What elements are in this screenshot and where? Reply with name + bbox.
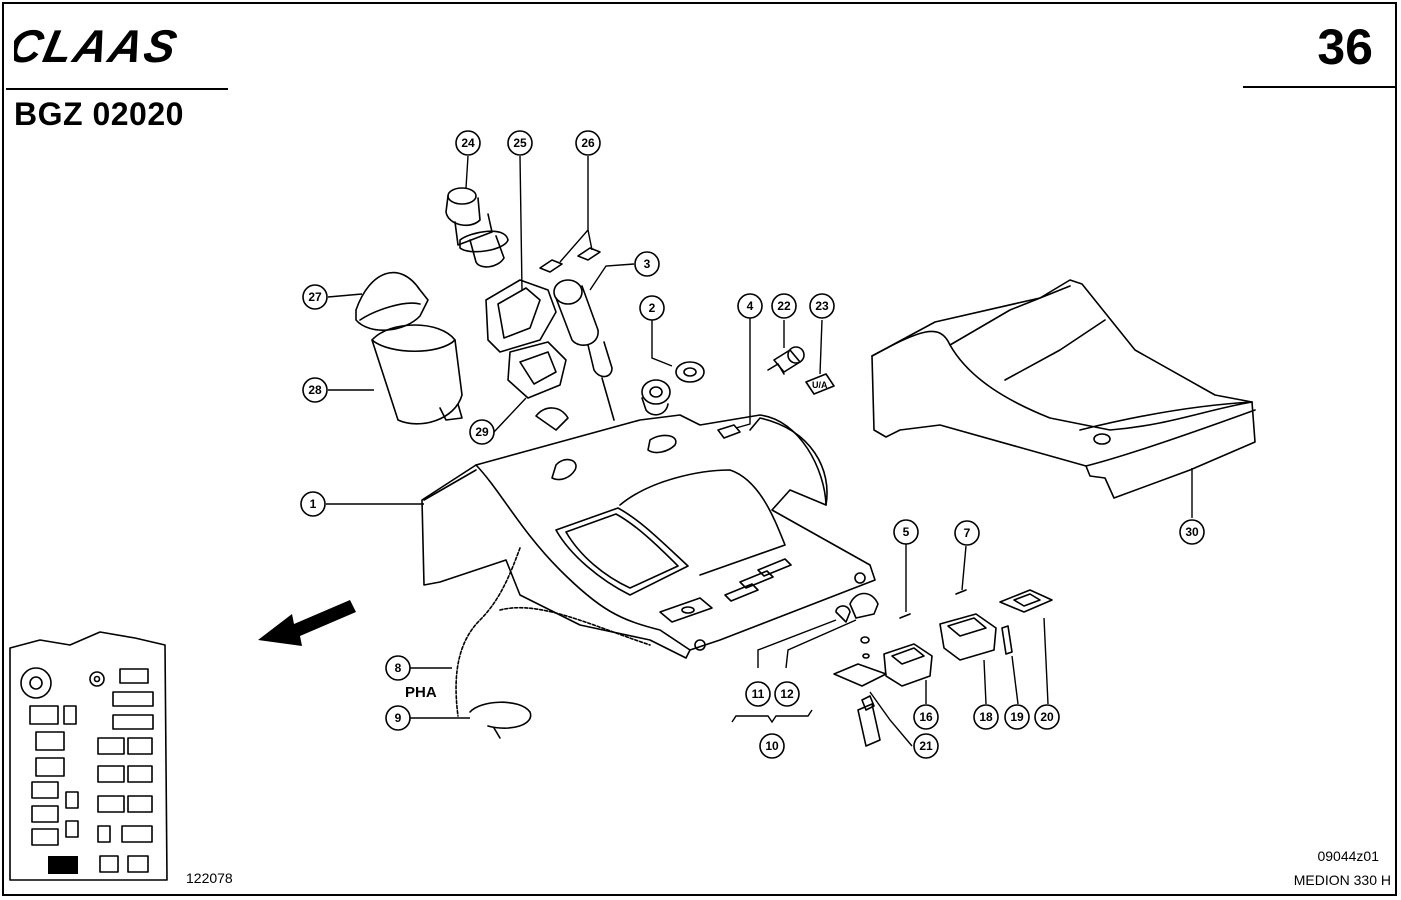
claas-logo: CLAAS (4, 20, 236, 73)
callout-7: 7 (954, 520, 980, 546)
callout-18: 18 (973, 704, 999, 730)
part-26-label-b (577, 247, 601, 261)
callout-2: 2 (639, 295, 665, 321)
svg-text:9: 9 (395, 711, 402, 725)
header-divider (6, 88, 228, 90)
svg-text:8: 8 (395, 661, 402, 675)
callout-25: 25 (507, 130, 533, 156)
image-reference: 09044z01 (1317, 848, 1379, 864)
machine-model: MEDION 330 H (1293, 872, 1391, 888)
svg-text:7: 7 (964, 526, 971, 540)
part-16-rocker-switch (883, 643, 933, 687)
part-18-rocker-switch (939, 613, 997, 661)
svg-text:11: 11 (752, 687, 765, 701)
callout-23: 23 (809, 293, 835, 319)
leader-lines (326, 155, 1193, 747)
part-2-gauge (641, 361, 705, 416)
page-number: 36 (1317, 19, 1373, 75)
svg-text:16: 16 (919, 710, 933, 724)
callout-5: 5 (893, 519, 919, 545)
part-3-rotary-switch (553, 279, 615, 421)
part-8-wire-harness (455, 547, 521, 717)
part-7-washer (955, 589, 967, 595)
part-5-washer (899, 613, 911, 619)
callout-3: 3 (634, 251, 660, 277)
callout-8: 8 (385, 655, 411, 681)
part-11-12-bracket (835, 592, 879, 623)
svg-text:10: 10 (765, 739, 779, 753)
svg-text:3: 3 (644, 257, 651, 271)
svg-text:4: 4 (747, 299, 754, 313)
callout-21: 21 (913, 733, 939, 759)
part-30-cover (871, 279, 1256, 499)
callout-1: 1 (300, 491, 326, 517)
svg-text:27: 27 (308, 290, 322, 304)
callout-9: 9 (385, 705, 411, 731)
part-19-lamp (1001, 625, 1013, 655)
callout-28: 28 (302, 377, 328, 403)
callout-16: 16 (913, 704, 939, 730)
part-8-wire-branch (499, 606, 651, 646)
callout-12: 12 (774, 681, 800, 707)
callout-10: 10 (759, 733, 785, 759)
callout-27: 27 (302, 284, 328, 310)
page-number-divider (1243, 86, 1395, 88)
svg-text:20: 20 (1040, 710, 1054, 724)
callout-24: 24 (455, 130, 481, 156)
part-22-push-button (767, 346, 805, 375)
svg-text:U/A: U/A (812, 380, 828, 390)
svg-text:30: 30 (1185, 525, 1199, 539)
svg-text:25: 25 (513, 136, 527, 150)
svg-text:1: 1 (310, 497, 317, 511)
svg-text:5: 5 (903, 525, 910, 539)
svg-text:23: 23 (815, 299, 829, 313)
svg-text:29: 29 (475, 425, 489, 439)
machine-overview-map (9, 631, 168, 881)
part-4-clip (717, 424, 741, 439)
callout-4: 4 (737, 293, 763, 319)
part-9-clamp (469, 701, 532, 729)
svg-text:28: 28 (308, 383, 322, 397)
callout-11: 11 (745, 681, 771, 707)
wire-label-pha: PHA (405, 684, 437, 701)
part-21-switch-plate (833, 636, 887, 747)
part-23-symbol-plate: U/A (805, 373, 835, 395)
callout-29: 29 (469, 419, 495, 445)
callout-26: 26 (575, 130, 601, 156)
claas-logo-text: CLAAS (14, 24, 183, 68)
part-26-label-a (539, 259, 563, 273)
part-20-frame (999, 589, 1053, 613)
part-9-clamp-tab (493, 727, 501, 739)
svg-text:18: 18 (979, 710, 993, 724)
part-29-connector (535, 407, 569, 431)
callout-30: 30 (1179, 519, 1205, 545)
callout-19: 19 (1004, 704, 1030, 730)
svg-text:21: 21 (919, 739, 933, 753)
direction-arrow-icon (258, 600, 356, 646)
part-27-28-filter-housing (355, 271, 463, 425)
svg-text:19: 19 (1010, 710, 1024, 724)
svg-text:24: 24 (461, 136, 475, 150)
part-1-dashboard-panel (421, 414, 876, 659)
svg-text:12: 12 (780, 687, 794, 701)
callout-22: 22 (771, 293, 797, 319)
callout-20: 20 (1034, 704, 1060, 730)
svg-text:22: 22 (777, 299, 791, 313)
svg-text:2: 2 (649, 301, 656, 315)
svg-text:26: 26 (581, 136, 595, 150)
part-25-switch-assembly (485, 279, 567, 399)
document-reference: 122078 (186, 870, 233, 886)
part-24-ignition-switch (445, 187, 509, 268)
section-code: BGZ 02020 (14, 96, 184, 132)
